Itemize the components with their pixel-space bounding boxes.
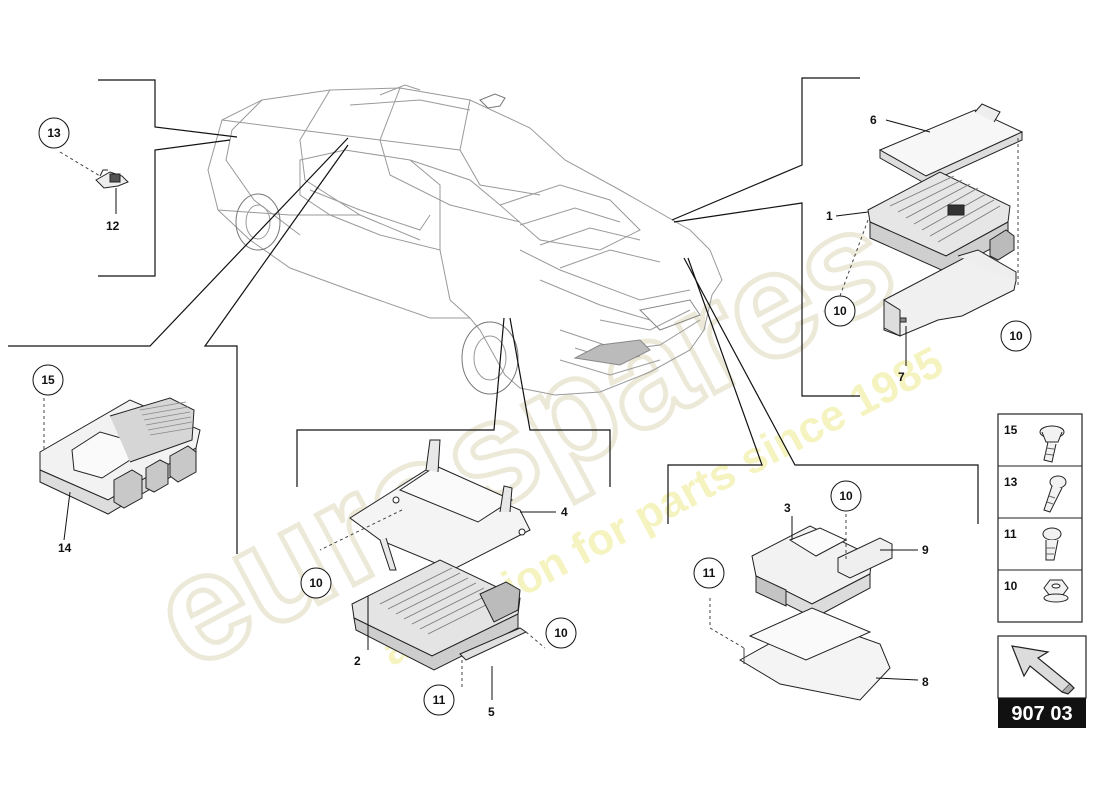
callout-leaders	[63, 119, 931, 700]
reference-box: 907 03	[997, 635, 1087, 728]
callout-14: 14	[58, 541, 72, 555]
svg-text:15: 15	[1004, 423, 1018, 437]
leader-lines	[8, 77, 979, 554]
reference-code: 907 03	[1011, 703, 1072, 725]
torx-bolt-icon	[1043, 475, 1067, 513]
svg-text:13: 13	[1004, 475, 1018, 489]
svg-text:10: 10	[1004, 579, 1018, 593]
callout-2: 2	[354, 654, 361, 668]
svg-text:13: 13	[47, 126, 61, 140]
legend-row-13: 13	[1004, 475, 1067, 513]
callout-5: 5	[488, 705, 495, 719]
svg-text:10: 10	[309, 576, 323, 590]
svg-text:11: 11	[433, 693, 446, 707]
legend-row-15: 15	[1004, 423, 1065, 463]
dashed-connectors	[43, 151, 869, 452]
callout-8: 8	[922, 675, 929, 689]
car-illustration	[207, 84, 723, 396]
circled-callouts: 13 15 10 10 10 10 11 10	[32, 117, 1032, 716]
car-mirror	[479, 93, 506, 109]
strap-part-5	[459, 627, 546, 690]
svg-text:10: 10	[839, 489, 853, 503]
callout-circle-11-center: 11	[423, 684, 455, 716]
svg-text:11: 11	[1004, 527, 1017, 541]
svg-text:10: 10	[554, 626, 568, 640]
callout-circle-10-upper-left: 10	[824, 295, 856, 327]
bracket-part-4	[319, 439, 531, 571]
callout-labels: 6 1 7 12 14 2 4 5 3 9 8	[58, 113, 929, 719]
ecu-part-14	[39, 397, 201, 515]
legend-row-11: 11	[1004, 527, 1062, 561]
callout-12: 12	[106, 219, 120, 233]
cover-part-6	[878, 103, 1024, 285]
svg-text:10: 10	[1009, 329, 1023, 343]
ecu-part-1	[867, 171, 1015, 273]
flanged-bolt-icon	[1039, 425, 1065, 463]
bracket-part-7	[883, 249, 1017, 337]
car-front-wheel	[235, 193, 281, 251]
ecu-part-2	[351, 559, 521, 671]
sensor-part-12	[95, 169, 129, 189]
callout-circle-15: 15	[32, 364, 64, 396]
callout-circle-10-center-right: 10	[545, 617, 577, 649]
bracket-part-9	[837, 514, 893, 579]
callout-1: 1	[826, 209, 833, 223]
car-body-outline	[207, 87, 723, 396]
callout-circle-10-upper-right: 10	[1000, 320, 1032, 352]
callout-circle-10-right: 10	[830, 480, 862, 512]
svg-text:10: 10	[833, 304, 847, 318]
callout-circle-11-right: 11	[693, 557, 725, 589]
svg-text:11: 11	[703, 566, 716, 580]
callout-circle-10-center-left: 10	[300, 567, 332, 599]
callout-9: 9	[922, 543, 929, 557]
hardware-legend: 15 13 11	[997, 413, 1083, 623]
callout-3: 3	[784, 501, 791, 515]
legend-row-10: 10	[1004, 579, 1069, 603]
svg-text:15: 15	[41, 373, 55, 387]
callout-4: 4	[561, 505, 568, 519]
callout-7: 7	[898, 370, 905, 384]
reference-code-bar	[998, 698, 1086, 728]
hex-bolt-icon	[1042, 527, 1062, 561]
callout-circle-13: 13	[38, 117, 70, 149]
car-rear-wheel	[461, 321, 519, 395]
arrow-up-left-icon	[1011, 645, 1075, 695]
flange-nut-icon	[1043, 579, 1069, 603]
callout-6: 6	[870, 113, 877, 127]
tray-part-8	[709, 598, 891, 701]
